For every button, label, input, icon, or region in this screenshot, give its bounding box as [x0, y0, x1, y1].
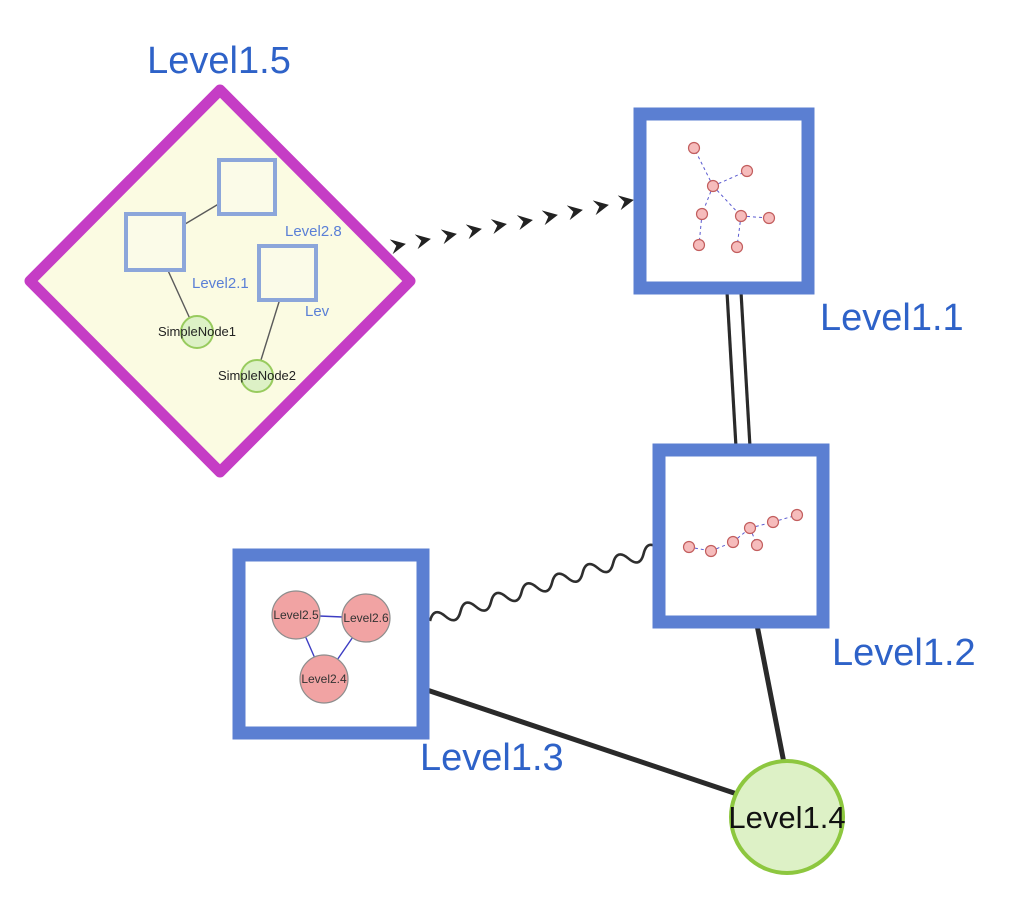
mini-node[interactable] — [692, 238, 706, 252]
edge-level13-level14[interactable] — [421, 686, 740, 797]
inner-label-lev: Lev — [305, 303, 330, 320]
mini-node[interactable] — [790, 508, 804, 522]
mini-node[interactable] — [730, 240, 744, 254]
mini-node[interactable] — [762, 211, 776, 225]
inner-label-level2-1: Level2.1 — [192, 275, 249, 292]
level1-1-mini-edges — [693, 147, 770, 248]
edge-level13-level12-wavy[interactable] — [428, 543, 661, 628]
mini-node[interactable] — [704, 544, 718, 558]
inner-node-level2-4[interactable] — [299, 654, 349, 704]
node-level1-2: Level1.2 — [652, 443, 976, 674]
edge-level11-level12-double[interactable] — [725, 291, 752, 448]
inner-node-simplenode2[interactable] — [240, 359, 274, 393]
node-label-level1-3: Level1.3 — [420, 737, 564, 779]
inner-label-level2-5: Level2.5 — [273, 608, 319, 622]
mini-node[interactable] — [750, 538, 764, 552]
mini-node[interactable] — [682, 540, 696, 554]
level1-1-rect-shape[interactable] — [633, 107, 815, 295]
level1-4-circle-shape[interactable] — [729, 759, 845, 875]
edge-level12-level14[interactable] — [754, 622, 787, 766]
mini-node[interactable] — [695, 207, 709, 221]
inner-node-level2-8[interactable] — [217, 158, 277, 216]
inner-label-level2-6: Level2.6 — [343, 611, 389, 625]
node-level1-3: Level2.5 Level2.6 Level2.4 Level1.3 — [232, 548, 564, 779]
inner-node-level2-5[interactable] — [271, 590, 321, 640]
inner-label-level2-4: Level2.4 — [301, 672, 347, 686]
inner-node-simplenode1[interactable] — [180, 315, 214, 349]
edge-level15-level11-dashed-arrow[interactable] — [389, 195, 634, 255]
inner-node-lev[interactable] — [257, 244, 318, 302]
level1-2-rect-shape[interactable] — [652, 443, 830, 629]
mini-node[interactable] — [766, 515, 780, 529]
inner-node-level2-6[interactable] — [341, 593, 391, 643]
node-level1-4: Level1.4 — [728, 759, 846, 875]
node-label-level1-4: Level1.4 — [728, 800, 845, 835]
mini-node[interactable] — [734, 209, 748, 223]
mini-node[interactable] — [743, 521, 757, 535]
node-level1-5: Level1.5 Level2.8 Level2.1 Lev SimpleNod… — [24, 40, 416, 478]
level1-3-rect-shape[interactable] — [232, 548, 430, 740]
node-level1-1: Level1.1 — [633, 107, 964, 339]
inner-label-simplenode1: SimpleNode1 — [158, 324, 236, 339]
node-label-level1-5: Level1.5 — [147, 40, 291, 82]
level1-3-inner-graph: Level2.5 Level2.6 Level2.4 — [271, 590, 391, 704]
mini-node[interactable] — [706, 179, 720, 193]
mini-node[interactable] — [687, 141, 701, 155]
level1-5-diamond-shape[interactable] — [24, 84, 416, 478]
mini-node[interactable] — [740, 164, 754, 178]
inner-label-simplenode2: SimpleNode2 — [218, 368, 296, 383]
inner-label-level2-8: Level2.8 — [285, 223, 342, 240]
mini-node[interactable] — [726, 535, 740, 549]
inner-node-level2-1[interactable] — [124, 212, 186, 272]
node-label-level1-1: Level1.1 — [820, 297, 964, 339]
node-label-level1-2: Level1.2 — [832, 632, 976, 674]
level1-1-mini-graph — [687, 141, 776, 254]
level1-2-mini-graph — [682, 508, 804, 558]
